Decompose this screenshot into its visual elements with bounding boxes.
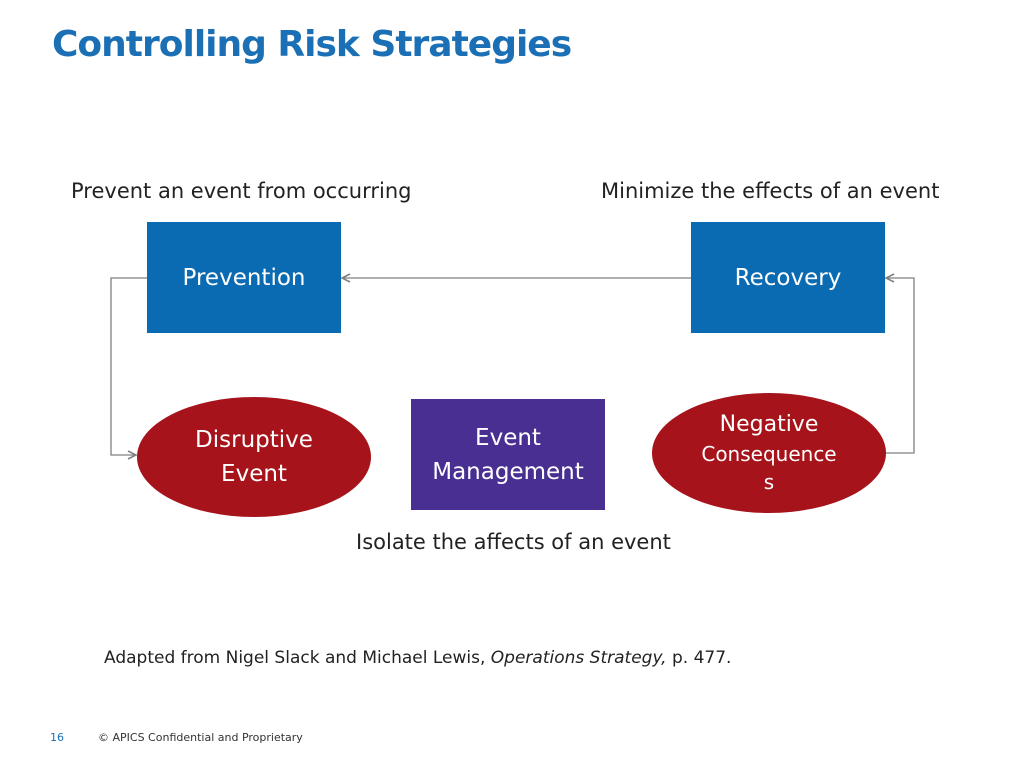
negative-consequences-ellipse: Negative Consequence s [652,393,886,513]
negative-consequences-line1: Negative [719,412,819,437]
source-citation: Adapted from Nigel Slack and Michael Lew… [104,648,731,668]
prevention-box: Prevention [147,222,341,333]
recovery-box: Recovery [691,222,885,333]
disruptive-event-line2: Event [221,461,287,487]
event-management-line2: Management [432,458,584,485]
prevention-label: Prevention [182,264,306,291]
prevention-to-disruptive-arrow [110,277,147,455]
disruptive-event-label: Disruptive Event [195,423,313,491]
prevent-caption: Prevent an event from occurring [71,179,412,203]
event-management-box: Event Management [411,399,605,510]
source-book-title: Operations Strategy, [490,648,667,668]
disruptive-event-line1: Disruptive [195,427,313,453]
event-management-line1: Event [475,424,541,451]
negative-consequences-line3: s [763,470,775,494]
disruptive-event-ellipse: Disruptive Event [137,397,371,517]
negative-consequences-line2: Consequence [701,442,837,466]
isolate-caption: Isolate the affects of an event [356,530,671,554]
source-suffix: p. 477. [666,648,732,668]
source-prefix: Adapted from Nigel Slack and Michael Lew… [104,648,491,668]
page-number: 16 [50,731,64,744]
minimize-caption: Minimize the effects of an event [601,179,940,203]
recovery-label: Recovery [734,264,842,291]
event-management-label: Event Management [432,421,584,489]
slide-title: Controlling Risk Strategies [52,24,572,65]
negative-to-recovery-arrow [886,278,915,454]
copyright-notice: © APICS Confidential and Proprietary [98,731,303,744]
